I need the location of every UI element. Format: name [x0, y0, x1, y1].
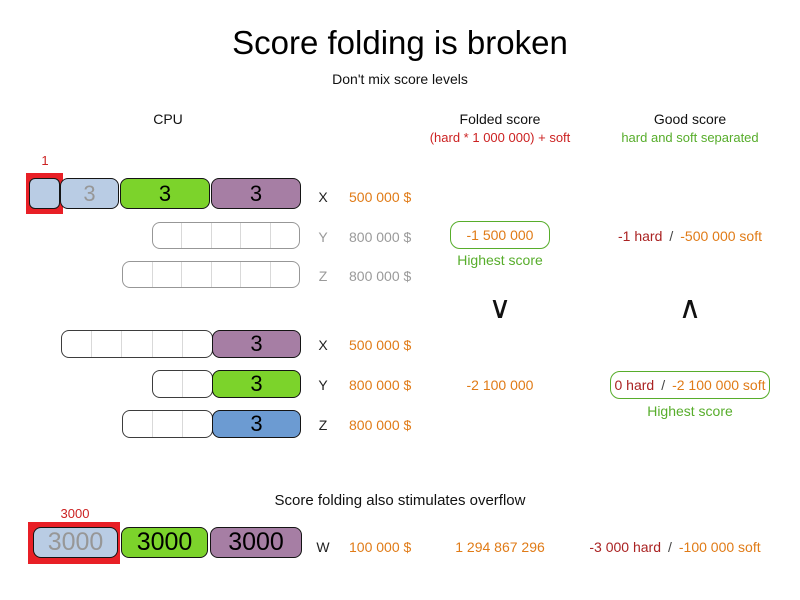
- process-block-blue: 3000: [33, 527, 118, 558]
- column-header-folded-score: Folded score: [459, 111, 541, 127]
- cpu-timeline-y: [152, 370, 213, 398]
- overflow-heading: Score folding also stimulates overflow: [274, 492, 526, 509]
- cpu-timeline-empty-y: [152, 222, 300, 249]
- cpu-cost-x: 500 000 $: [349, 189, 412, 205]
- good-score-line: -3 000 hard / -100 000 soft: [570, 539, 780, 555]
- process-block-purple: 3: [211, 178, 301, 209]
- cpu-cost-y: 800 000 $: [349, 229, 412, 245]
- good-score-soft: -500 000 soft: [680, 228, 762, 244]
- process-block-new: [29, 178, 60, 209]
- process-block-green: 3000: [121, 527, 208, 558]
- page-subtitle: Don't mix score levels: [332, 71, 468, 87]
- timeline-cell: [182, 223, 212, 248]
- cpu-label-w: W: [316, 539, 330, 555]
- good-score-soft: -100 000 soft: [678, 539, 761, 555]
- timeline-cell: [212, 223, 242, 248]
- overflow-annotation: 3000: [60, 506, 90, 521]
- cpu-label-x: X: [318, 337, 328, 353]
- timeline-cell: [182, 262, 212, 287]
- process-block-green: 3: [212, 370, 301, 398]
- timeline-cell: [183, 331, 212, 357]
- cpu-label-x: X: [318, 189, 328, 205]
- cpu-cost-z: 800 000 $: [349, 268, 412, 284]
- timeline-cell: [153, 371, 183, 397]
- timeline-cell: [123, 411, 153, 437]
- timeline-cell: [153, 223, 183, 248]
- highest-score-note: Highest score: [457, 252, 543, 268]
- page-title: Score folding is broken: [232, 24, 568, 61]
- folded-score-value: -2 100 000: [466, 377, 534, 393]
- good-score-hard: 0 hard: [614, 377, 655, 393]
- less-than-symbol-good: ∧: [678, 290, 702, 325]
- cpu-label-z: Z: [318, 417, 328, 433]
- timeline-cell: [153, 411, 183, 437]
- process-block-purple: 3: [212, 330, 301, 358]
- process-block-green: 3: [120, 178, 210, 209]
- timeline-cell: [241, 223, 271, 248]
- cpu-timeline-empty-z: [122, 261, 300, 288]
- timeline-cell: [153, 262, 182, 287]
- timeline-cell: [241, 262, 271, 287]
- cpu-cost-y: 800 000 $: [349, 377, 412, 393]
- column-header-cpu: CPU: [153, 111, 183, 127]
- timeline-cell: [183, 411, 212, 437]
- column-header-good-score: Good score: [653, 111, 727, 127]
- timeline-cell: [92, 331, 123, 357]
- cpu-label-y: Y: [318, 377, 328, 393]
- timeline-cell: [62, 331, 93, 357]
- timeline-cell: [153, 331, 183, 357]
- process-block-blue: 3: [212, 410, 301, 438]
- cpu-timeline-z: [122, 410, 213, 438]
- greater-than-symbol-folded: ∨: [488, 290, 512, 325]
- good-score-hard: -3 000 hard: [589, 539, 661, 555]
- good-score-line: -1 hard / -500 000 soft: [590, 228, 790, 244]
- folded-score-formula: (hard * 1 000 000) + soft: [429, 130, 571, 145]
- timeline-cell: [183, 371, 212, 397]
- timeline-cell: [271, 262, 300, 287]
- process-block-purple: 3000: [210, 527, 302, 558]
- score-separator: /: [661, 377, 666, 393]
- highest-score-note: Highest score: [647, 403, 733, 419]
- folded-score-value-box: -1 500 000: [450, 221, 550, 249]
- timeline-cell: [271, 223, 299, 248]
- cpu-label-z: Z: [318, 268, 328, 284]
- good-score-value-box: 0 hard / -2 100 000 soft: [610, 371, 770, 399]
- timeline-cell: [122, 331, 153, 357]
- good-score-description: hard and soft separated: [621, 130, 759, 145]
- new-process-annotation: 1: [41, 153, 49, 168]
- cpu-cost-x: 500 000 $: [349, 337, 412, 353]
- score-separator: /: [667, 539, 672, 555]
- folded-score-value: 1 294 867 296: [455, 539, 545, 555]
- timeline-cell: [212, 262, 241, 287]
- cpu-label-y: Y: [318, 229, 328, 245]
- cpu-timeline-x: [61, 330, 213, 358]
- cpu-cost-w: 100 000 $: [349, 539, 412, 555]
- good-score-soft: -2 100 000 soft: [672, 377, 766, 393]
- process-block-blue: 3: [60, 178, 119, 209]
- cpu-cost-z: 800 000 $: [349, 417, 412, 433]
- score-separator: /: [669, 228, 674, 244]
- good-score-hard: -1 hard: [618, 228, 663, 244]
- timeline-cell: [123, 262, 153, 287]
